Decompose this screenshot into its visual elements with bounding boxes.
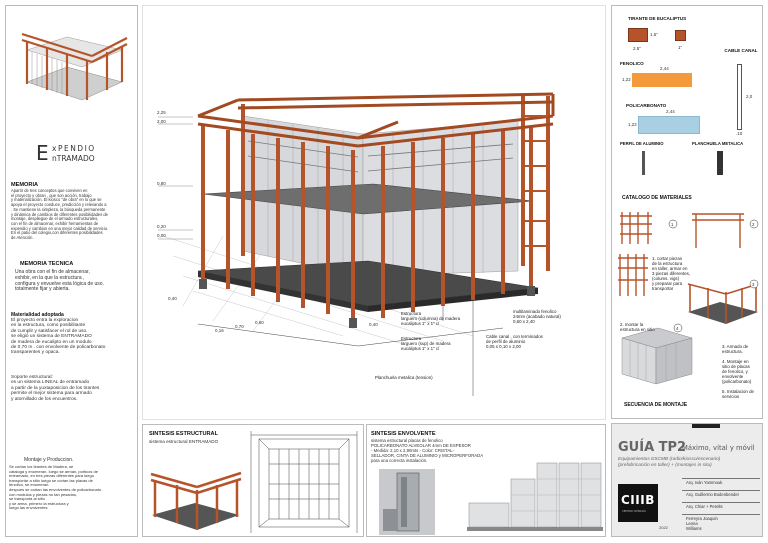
sintesis-estructural-sub: sistema estructural ENTRAMADO [149,439,219,444]
step-1-number: 1 [671,222,674,227]
title-block: GUÍA TP2 Máximo, vital y móvil Equipamie… [611,423,763,537]
fenolico-dim-244: 2,44 [660,66,669,71]
level-020: 0,20 [157,224,166,229]
policarbonato-dim-244: 2,44 [666,109,675,114]
cable-canal-drawing [737,64,742,130]
team-member-3: Arq. Chiar + Perelts [686,504,723,509]
cable-dim-20: 2,0 [746,94,753,99]
frame-module-drawing [150,471,242,530]
team-list: Arq. Iván Yammouk Arq. Guillermo Bodenbe… [682,476,760,534]
planchuela-drawing [717,151,723,175]
cable-title: CABLE CANAL [724,48,758,53]
tirante-dim-25: 2.5" [633,46,641,51]
planchuela-title: PLANCHUELA METALICA [692,141,744,146]
soporte-block: Soporte estructural: es un sistema LINEA… [11,375,100,402]
perfil-aluminio-drawing [642,151,645,175]
callout-planchuela: Planchuela metalica (tension) [375,375,433,380]
policarbonato-title: POLICARBONATO [626,103,667,108]
guia-year: 2022 [659,525,668,530]
tirante-section-large [628,28,648,42]
plan-dim-040: 0,40 [168,296,177,301]
memoria-heading: MEMORIA [11,182,39,188]
tirante-title: TIRANTE DE EUCALIPTUS [628,16,687,21]
isometric-drawing [158,92,555,396]
title-line-2: nTRAMADO [52,154,95,163]
kiosk-thumbnail [21,32,128,101]
assembly-sequence-drawing [618,212,759,385]
policarbonato-dim-122: 1,22 [628,122,637,127]
step-2-number: 2 [752,222,755,227]
sintesis-estructural-heading: SINTESIS ESTRUCTURAL [149,431,218,437]
guia-subtitle: Máximo, vital y móvil [682,444,755,452]
materialidad-heading: Materialidad adoptada [11,312,64,318]
title-block-tab [692,424,720,428]
team-member-4c: Williams [686,526,702,531]
plan-dim-040b: 0,40 [369,322,378,327]
title-letter-e: E [36,141,49,165]
guia-line-1: Equipamientos ESCMB (radio/kiosco/escena… [618,457,721,462]
policarbonato-sheet [638,116,700,134]
plan-dim-060: 0,60 [255,320,264,325]
tirante-dim-15: 1.5" [650,32,658,37]
memoria-tecnica-body: Una obra con el fin de almacenar,exhibir… [15,269,104,293]
memoria-tecnica-heading: MEMORIA TECNICA [20,261,74,267]
main-drawing-panel: 2,25 2,00 0,80 0,20 0,00 0,40 0,16 0,70 … [142,5,606,420]
level-000: 0,00 [157,233,166,238]
step-3-number: 3 [752,282,755,287]
perfil-title: PERFIL DE ALUMINIO [620,141,664,146]
left-panel: E xPENDIO nTRAMADO MEMORIA Apartir de tr… [5,5,138,537]
fenolico-title: FENOLICO [620,61,644,66]
ciiib-logo: CIIIB CENTRO CIENCIAS [618,484,658,522]
fenolico-sheet [632,73,692,87]
materials-panel: TIRANTE DE EUCALIPTUS 1.5" 2.5" 1" FENOL… [611,5,763,419]
step-4-number: 4 [676,326,679,331]
montaje-heading: Montaje y Produccion. [24,457,74,463]
title-line-1: xPENDIO [52,144,96,153]
envolvente-photo [379,469,435,535]
sintesis-envolvente-panel: SINTESIS ENVOLVENTE sistema estructural … [366,424,606,537]
team-member-4b: Leona [686,521,698,526]
cable-dim-10: .10 [736,131,743,136]
level-225: 2,25 [157,110,166,115]
sintesis-envolvente-heading: SINTESIS ENVOLVENTE [371,431,436,437]
tirante-dim-1: 1" [678,45,683,50]
level-200: 2,00 [157,119,166,124]
sintesis-estructural-panel: SINTESIS ESTRUCTURAL sistema estructural… [142,424,364,537]
guia-line-2: (prefabricación en taller) + (montajes i… [618,463,712,468]
fenolico-dim-122: 1,22 [622,77,631,82]
level-080: 0,80 [157,181,166,186]
secuencia-heading: SECUENCIA DE MONTAJE [624,402,688,408]
tirante-section-small [675,30,686,41]
plan-dim-016: 0,16 [215,328,224,333]
team-member-2: Arq. Guillermo Bodenbender [686,492,740,497]
team-member-1: Arq. Iván Yammouk [686,480,723,485]
team-member-4: Ferreyra Joaquín [686,516,718,521]
envolvente-modules [467,462,603,531]
memoria-body: Apartir de tres conceptos que conviven e… [11,188,109,241]
catalogo-heading: CATALOGO DE MATERIALES [622,195,692,201]
guia-title: GUÍA TP2 [618,440,687,455]
structural-sketch [250,431,358,533]
plan-dim-070: 0,70 [235,324,244,329]
